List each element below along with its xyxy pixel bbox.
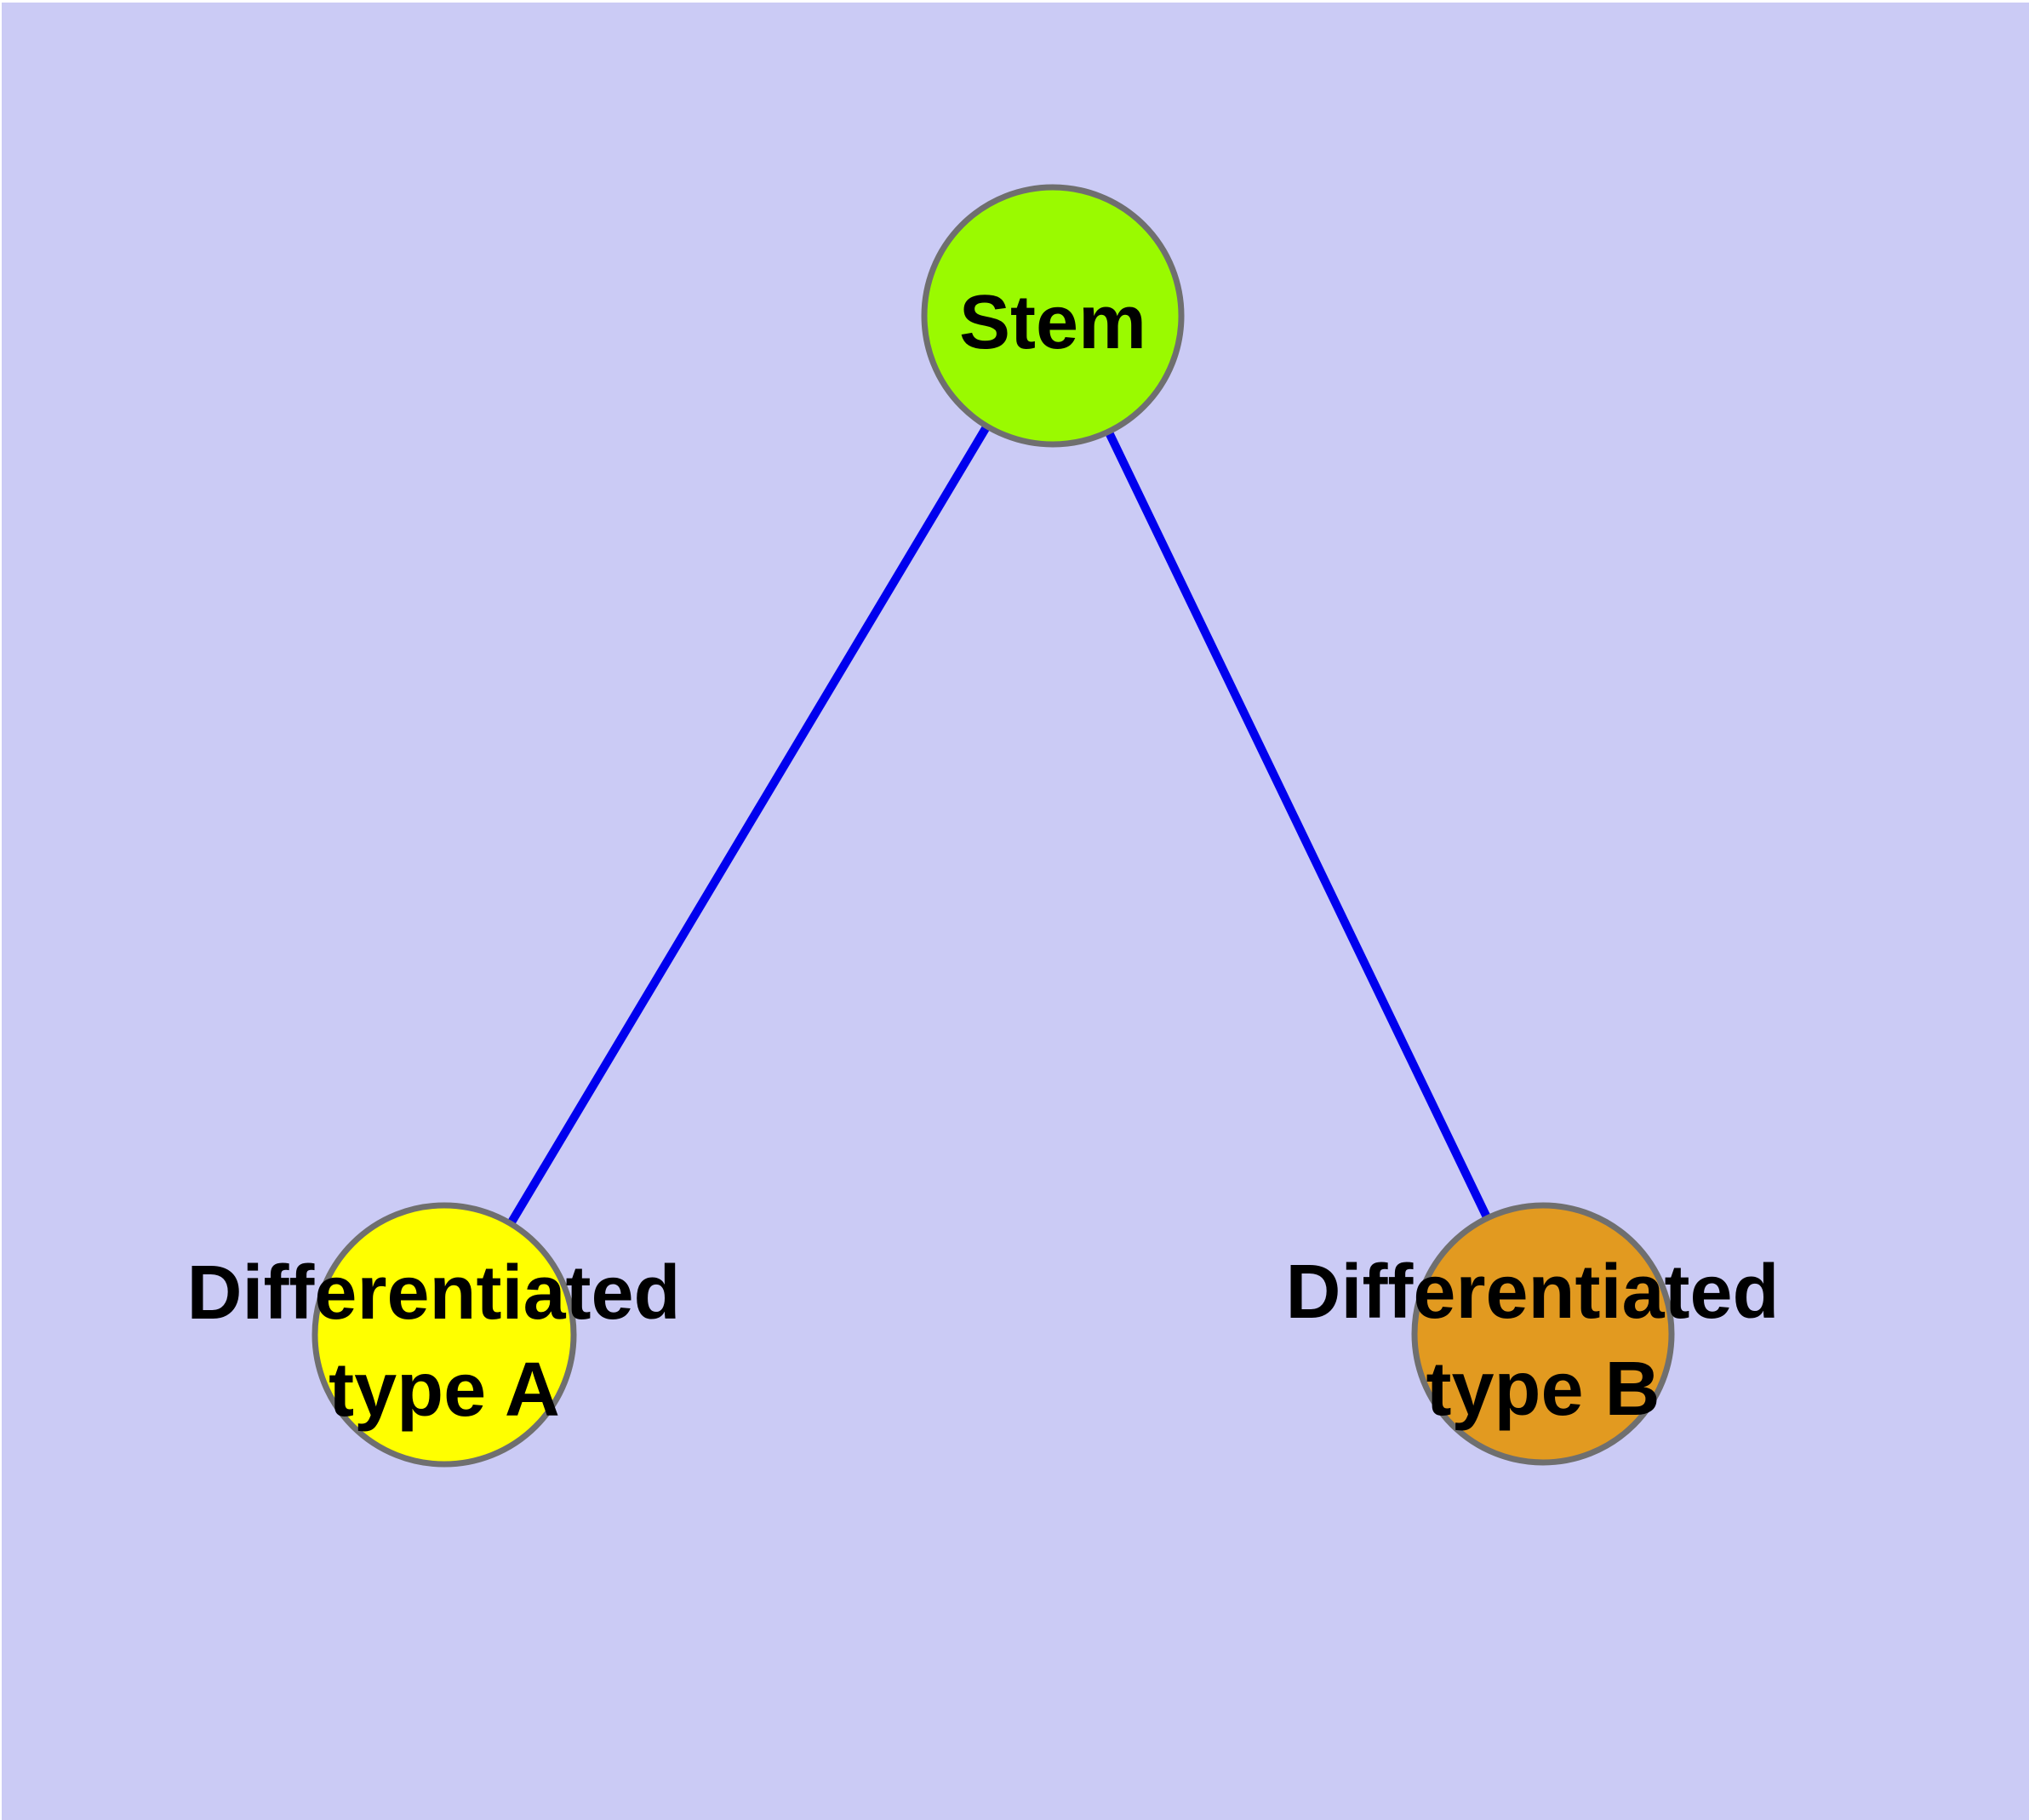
node-differentiated-type-a — [311, 1202, 577, 1468]
label-line-1: Differentiated — [186, 1251, 680, 1336]
node-differentiated-type-b — [1411, 1202, 1675, 1466]
node-label-differentiated-type-a: Differentiated type A — [186, 1251, 701, 1433]
edge-stem-to-type-a — [440, 313, 1057, 1337]
label-line-2: type A — [329, 1348, 560, 1433]
edge-stem-to-type-b — [1049, 313, 1547, 1336]
label-line-1: Differentiated — [1285, 1250, 1779, 1335]
node-label-differentiated-type-b: Differentiated type B — [1285, 1250, 1800, 1432]
node-label-stem: Stem — [959, 280, 1146, 365]
label-line-2: type B — [1426, 1347, 1660, 1432]
node-stem — [921, 184, 1185, 448]
